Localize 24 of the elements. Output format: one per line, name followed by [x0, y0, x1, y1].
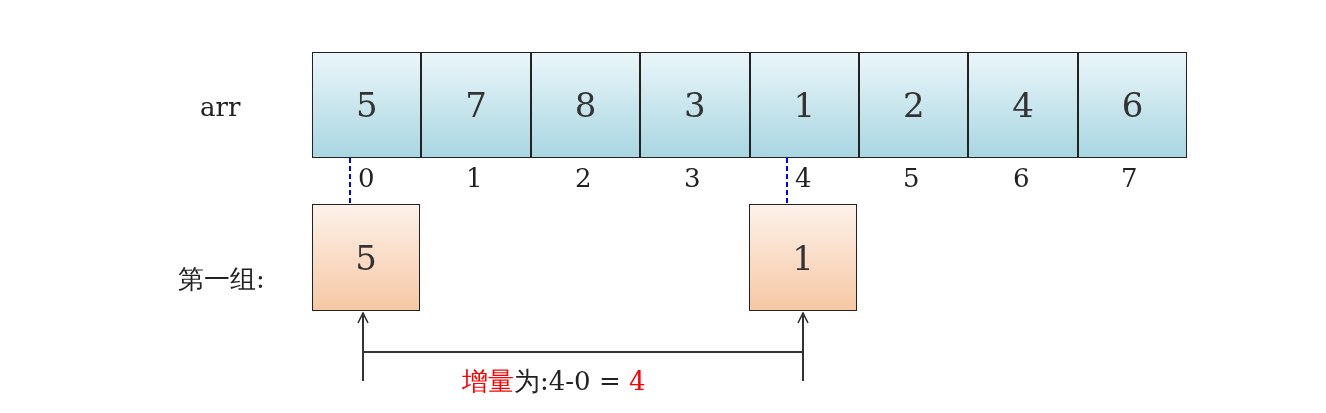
bracket-arrow: [357, 312, 809, 353]
array-cell: 4: [968, 52, 1078, 158]
index-label: 7: [1121, 163, 1138, 193]
index-label: 2: [575, 163, 592, 193]
array-cell: 7: [421, 52, 531, 158]
dashed-line: [349, 157, 351, 205]
index-label: 1: [466, 163, 483, 193]
index-label: 3: [684, 163, 701, 193]
group-cell: 5: [312, 204, 420, 311]
increment-note: 增量为:4-0 = 4: [462, 365, 646, 398]
array-cell: 8: [530, 52, 641, 158]
index-label: 5: [903, 163, 920, 193]
array-cell: 1: [749, 52, 859, 158]
array-cell: 6: [1077, 52, 1188, 158]
array-cell: 3: [640, 52, 750, 158]
index-label: 0: [358, 163, 375, 193]
row-label: 第一组:: [178, 263, 265, 296]
array-cell: 2: [859, 52, 969, 158]
group-cell: 1: [749, 204, 857, 311]
index-label: 6: [1013, 163, 1030, 193]
index-label: 4: [795, 163, 812, 193]
array-cell: 5: [312, 52, 422, 158]
dashed-line: [786, 157, 788, 205]
array-name: arr: [200, 92, 241, 122]
